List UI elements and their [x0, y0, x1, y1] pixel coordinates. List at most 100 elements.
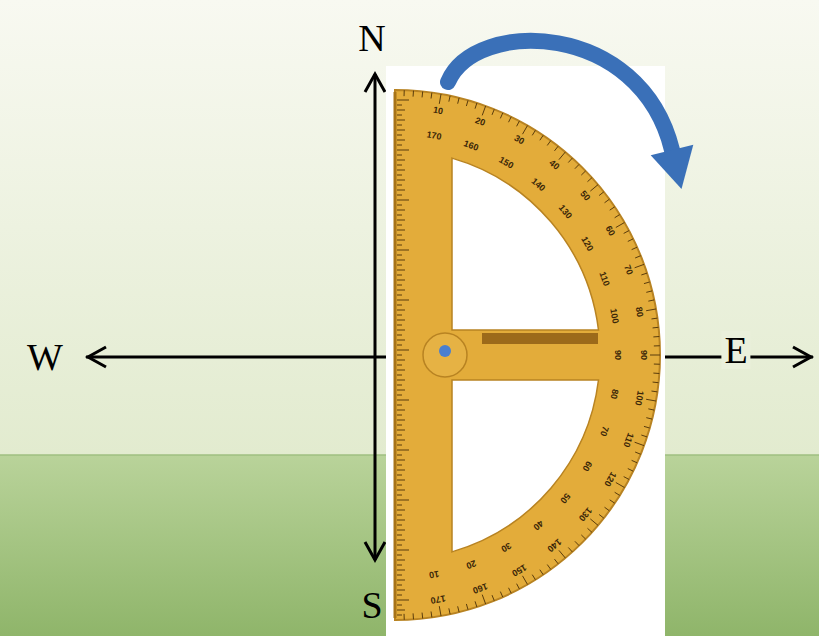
ruler-tick — [397, 475, 402, 476]
ruler-tick — [397, 470, 405, 471]
protractor-cutout — [452, 380, 599, 552]
scale-tick — [624, 477, 629, 480]
scale-tick — [568, 158, 572, 162]
scale-tick — [653, 373, 659, 374]
scale-tick — [517, 121, 520, 126]
ruler-tick — [397, 290, 405, 291]
scale-tick — [610, 207, 615, 210]
ruler-tick — [397, 570, 405, 571]
scale-tick — [492, 109, 494, 115]
scale-tick — [646, 291, 652, 292]
scale-tick — [648, 409, 654, 410]
ruler-tick — [397, 490, 405, 491]
scale-ticks — [397, 90, 660, 620]
scale-tick — [404, 90, 405, 96]
ruler-tick — [397, 450, 409, 451]
scale-tick — [431, 93, 433, 99]
scale-tick — [559, 152, 565, 160]
scale-tick — [628, 239, 633, 242]
scale-tick — [439, 94, 441, 104]
ruler-tick — [397, 525, 402, 526]
ruler-tick — [397, 125, 402, 126]
scale-tick — [547, 565, 551, 570]
ruler-tick — [397, 255, 402, 256]
scale-tick — [422, 91, 424, 97]
center-dot — [439, 345, 451, 357]
scale-tick — [482, 595, 485, 604]
ruler-tick — [397, 360, 405, 361]
scale-tick — [587, 178, 591, 182]
scale-tick — [646, 399, 656, 401]
ruler-tick — [397, 185, 402, 186]
outer-degree-number: 170 — [430, 593, 446, 604]
scale-tick — [431, 611, 433, 617]
west-arrowhead — [88, 347, 106, 367]
scale-tick — [651, 318, 657, 320]
ruler-tick — [397, 400, 409, 401]
scale-tick — [616, 223, 625, 228]
scale-tick — [532, 575, 535, 580]
ruler-tick — [397, 410, 405, 411]
ruler-tick — [397, 240, 405, 241]
ruler-tick — [397, 310, 405, 311]
rotation-arrow — [448, 41, 672, 150]
scale-tick — [439, 606, 441, 616]
scale-tick — [590, 519, 598, 525]
scale-tick — [635, 452, 641, 454]
scale-tick — [653, 327, 659, 329]
scale-tick — [648, 300, 654, 301]
direction-label: N — [355, 19, 388, 57]
scale-tick — [624, 231, 629, 234]
ruler-tick — [397, 445, 402, 446]
scale-tick — [523, 126, 528, 135]
scale-tick — [475, 103, 477, 109]
ruler-tick — [397, 160, 405, 161]
ruler-tick — [397, 295, 402, 296]
direction-label: E — [721, 331, 750, 369]
scale-tick — [587, 528, 591, 532]
ruler-tick — [397, 435, 402, 436]
scale-tick — [500, 113, 502, 118]
ruler-tick — [397, 440, 405, 441]
ruler-tick — [397, 460, 405, 461]
ruler-tick — [397, 245, 402, 246]
ruler-tick — [397, 530, 405, 531]
scale-tick — [559, 550, 565, 558]
direction-label: S — [358, 586, 385, 624]
ruler-tick — [397, 590, 405, 591]
ruler-tick — [397, 515, 402, 516]
ruler-tick — [397, 395, 402, 396]
ruler-tick — [397, 130, 405, 131]
scale-tick — [449, 96, 450, 102]
ruler-tick — [397, 205, 402, 206]
ruler-tick — [397, 550, 409, 551]
scale-tick — [651, 391, 657, 393]
ruler-tick — [397, 285, 402, 286]
ruler-tick — [397, 555, 402, 556]
scale-tick — [575, 164, 579, 168]
protractor-body — [395, 90, 660, 620]
ruler-tick — [397, 220, 405, 221]
ruler-tick — [397, 150, 409, 151]
ruler-tick — [397, 345, 402, 346]
ruler-tick — [397, 335, 402, 336]
ruler-tick — [397, 315, 402, 316]
scale-tick — [568, 547, 572, 551]
ruler-tick — [397, 420, 405, 421]
ruler-tick — [397, 190, 405, 191]
scale-tick — [599, 514, 604, 518]
scale-tick — [575, 541, 579, 545]
ruler-tick — [397, 210, 405, 211]
ruler-tick — [397, 340, 405, 341]
ruler-tick — [397, 605, 402, 606]
ruler-tick — [397, 545, 402, 546]
scale-tick — [635, 442, 644, 445]
scale-tick — [654, 364, 660, 365]
scale-tick — [466, 100, 468, 106]
inner-degree-number: 90 — [613, 350, 622, 360]
ruler-tick — [397, 265, 402, 266]
ruler-tick — [397, 390, 405, 391]
ruler-tick — [397, 140, 405, 141]
ruler-tick — [397, 365, 402, 366]
